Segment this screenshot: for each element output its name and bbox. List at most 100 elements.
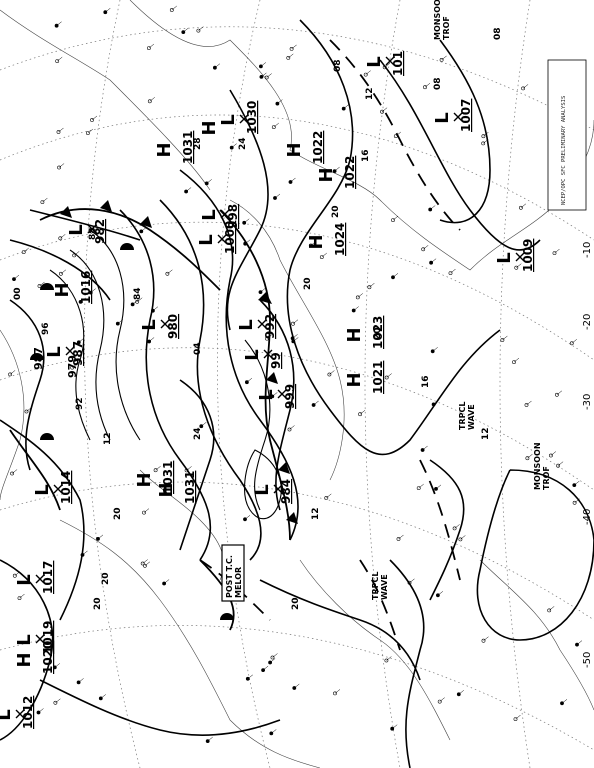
station-wind-barb: [437, 591, 444, 596]
station-marker: [355, 295, 360, 300]
station-wind-barb: [392, 724, 398, 729]
center-cross-mark: [385, 56, 395, 66]
station-wind-barb: [38, 708, 44, 713]
center-pressure-value: 1022: [343, 156, 357, 189]
station-marker: [319, 255, 324, 260]
station-wind-barb: [458, 690, 464, 695]
station-wind-barb: [292, 334, 298, 339]
station-wind-barb: [148, 337, 155, 342]
latitude-labels: -10 -20 -30 -40 -50: [582, 242, 593, 668]
station-marker: [184, 468, 189, 473]
station-wind-barb: [19, 593, 25, 599]
station-wind-barb: [80, 297, 86, 303]
station-wind-barb: [294, 683, 300, 689]
station-wind-barb: [359, 410, 366, 415]
tropical-wave-label-1: TRPCLWAVE: [458, 402, 476, 430]
station-wind-barb: [269, 658, 276, 663]
station-marker: [55, 59, 60, 64]
station-marker: [481, 638, 486, 643]
center-pressure-value: 1014: [59, 471, 73, 504]
station-wind-barb: [439, 697, 445, 702]
station-wind-barb: [516, 263, 522, 268]
low-symbol: L: [494, 252, 515, 263]
station-wind-barb: [526, 400, 532, 406]
station-wind-barb: [422, 445, 428, 451]
station-marker: [458, 537, 463, 542]
station-wind-barb: [432, 347, 438, 352]
station-wind-barb: [527, 454, 533, 459]
low-symbol: L: [252, 484, 273, 495]
lat-label: -20: [582, 314, 593, 330]
center-cross-mark: [53, 484, 63, 494]
center-pressure-value: 982: [93, 219, 107, 244]
low-symbol: L: [199, 209, 220, 220]
center-pressure-value: 101: [391, 51, 405, 76]
center-pressure-value: 1007: [459, 99, 473, 132]
station-wind-barb: [395, 131, 401, 137]
station-wind-barb: [247, 674, 253, 679]
station-marker: [481, 141, 486, 146]
station-marker: [555, 392, 559, 397]
station-wind-barb: [105, 8, 111, 13]
station-marker: [519, 205, 523, 210]
low-symbol: L: [32, 484, 53, 495]
station-marker: [384, 658, 389, 663]
station-wind-barb: [435, 484, 442, 490]
station-wind-barb: [392, 215, 399, 221]
station-marker: [17, 596, 22, 601]
center-pressure-value: 1030: [245, 101, 259, 134]
station-wind-barb: [262, 665, 269, 671]
station-wind-barb: [554, 248, 560, 254]
station-wind-barb: [245, 239, 251, 244]
center-pressure-value: 1021: [371, 361, 385, 394]
high-symbol: H: [156, 482, 177, 497]
station-marker: [569, 341, 574, 346]
center-cross-mark: [273, 484, 283, 494]
station-wind-barb: [353, 306, 359, 311]
station-wind-barb: [329, 370, 335, 375]
center-cross-mark: [263, 349, 273, 359]
station-marker: [271, 125, 276, 130]
isobar-label: 24: [193, 427, 203, 440]
station-marker: [521, 86, 526, 91]
station-wind-barb: [334, 166, 340, 172]
station-wind-barb: [132, 300, 138, 305]
station-wind-barb: [137, 297, 143, 302]
station-marker: [333, 691, 337, 696]
station-wind-barb: [148, 43, 155, 49]
lat-label: -40: [582, 509, 593, 525]
center-pressure-value: 1017: [41, 561, 55, 594]
center-pressure-value: 1009: [521, 239, 535, 272]
station-marker: [514, 265, 519, 270]
station-marker: [146, 46, 151, 51]
station-marker: [380, 109, 385, 114]
isobar-label: 28: [193, 137, 203, 150]
station-wind-barb: [141, 227, 147, 232]
station-wind-barb: [549, 606, 555, 611]
station-wind-barb: [72, 363, 78, 368]
station-wind-barb: [522, 84, 529, 89]
station-wind-barb: [272, 392, 278, 397]
station-wind-barb: [171, 5, 177, 11]
isobar-label: 08: [493, 27, 503, 40]
high-pressure-center: H: [199, 120, 220, 135]
center-pressure-value: 1031: [181, 131, 195, 164]
isobar-label: 20: [113, 507, 123, 520]
center-cross-mark: [87, 224, 97, 234]
station-wind-barb: [117, 319, 123, 324]
station-wind-barb: [574, 480, 580, 486]
station-marker: [423, 85, 427, 90]
center-pressure-value: 1019: [41, 621, 55, 654]
station-wind-barb: [78, 338, 84, 343]
isobar-label: 84: [133, 287, 143, 300]
isobar-label: 987: [32, 347, 45, 370]
station-marker: [448, 271, 453, 276]
station-marker: [327, 372, 332, 377]
low-symbol: L: [66, 224, 87, 235]
station-wind-barb: [288, 53, 294, 59]
